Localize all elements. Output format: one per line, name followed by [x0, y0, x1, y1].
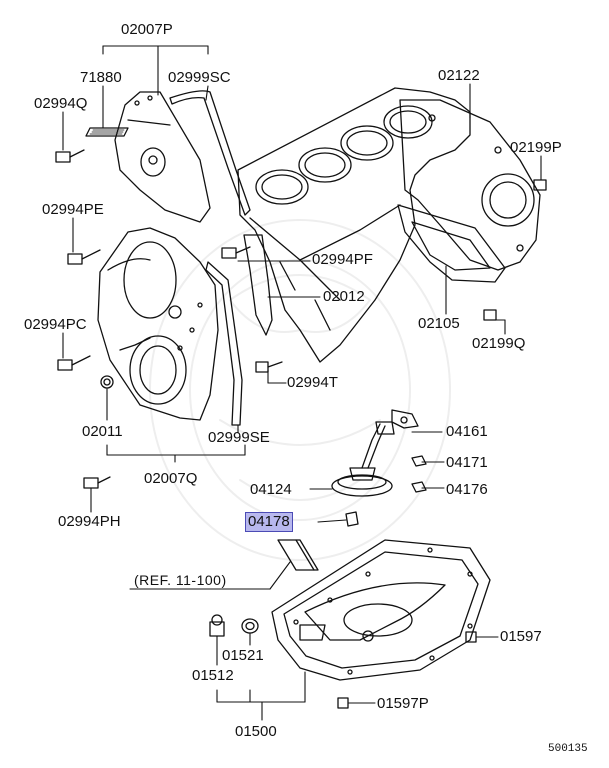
label-04176[interactable]: 04176	[446, 481, 488, 498]
label-02007P[interactable]: 02007P	[121, 21, 173, 38]
label-01521[interactable]: 01521	[222, 647, 264, 664]
upper-timing-cover	[114, 91, 211, 223]
bolt-04178	[345, 511, 359, 527]
label-04161[interactable]: 04161	[446, 423, 488, 440]
oil-pan	[271, 539, 491, 681]
label-01597[interactable]: 01597	[500, 628, 542, 645]
label-04171[interactable]: 04171	[446, 454, 488, 471]
bolt-02199Q	[483, 309, 497, 321]
bolt-02994PE	[67, 249, 101, 265]
front-seal	[100, 375, 114, 389]
lower-timing-cover	[97, 227, 219, 421]
label-02199Q[interactable]: 02199Q	[472, 335, 526, 352]
label-02994PE[interactable]: 02994PE	[42, 201, 104, 218]
label-01512[interactable]: 01512	[192, 667, 234, 684]
label-02122[interactable]: 02122	[438, 67, 480, 84]
drain-plug	[209, 621, 225, 637]
label-04124[interactable]: 04124	[250, 481, 292, 498]
bolt-01597P	[337, 697, 349, 709]
label-04178-highlighted[interactable]: 04178	[245, 512, 293, 532]
bolt-01597	[465, 631, 477, 643]
label-01500[interactable]: 01500	[235, 723, 277, 740]
oil-seal-case	[397, 204, 506, 283]
label-02999SC[interactable]: 02999SC	[168, 69, 231, 86]
label-plate	[85, 127, 129, 137]
reference-note: (REF. 11-100)	[134, 572, 227, 588]
drain-gasket	[241, 618, 259, 634]
label-02994Q[interactable]: 02994Q	[34, 95, 88, 112]
bolt-02994T	[255, 361, 283, 373]
nut-04176	[411, 481, 427, 493]
bolt-02994PC	[57, 355, 91, 371]
upper-cover-gasket	[169, 90, 251, 216]
bolt-02994Q	[55, 149, 85, 163]
nut-04171	[411, 455, 427, 467]
sealant-tube	[277, 539, 319, 571]
label-02007Q[interactable]: 02007Q	[144, 470, 198, 487]
label-02999SE[interactable]: 02999SE	[208, 429, 270, 446]
bolt-02994PH	[83, 476, 111, 489]
leader-lines	[62, 45, 542, 721]
label-02994T[interactable]: 02994T	[287, 374, 338, 391]
label-01597P[interactable]: 01597P	[377, 695, 429, 712]
bolt-02994PF	[221, 246, 251, 259]
label-02994PC[interactable]: 02994PC	[24, 316, 87, 333]
label-02012[interactable]: 02012	[323, 288, 365, 305]
label-02994PH[interactable]: 02994PH	[58, 513, 121, 530]
strainer-gasket	[391, 409, 419, 429]
label-02011[interactable]: 02011	[82, 423, 123, 440]
rear-plate	[399, 99, 541, 271]
engine-block	[237, 87, 471, 363]
label-02994PF[interactable]: 02994PF	[312, 251, 373, 268]
side-gasket	[243, 234, 273, 336]
label-71880[interactable]: 71880	[80, 69, 122, 86]
oil-strainer	[331, 421, 395, 497]
figure-number: 500135	[548, 743, 588, 755]
label-02199P[interactable]: 02199P	[510, 139, 562, 156]
label-02105[interactable]: 02105	[418, 315, 460, 332]
bolt-02199P	[533, 179, 547, 191]
lower-cover-gasket	[205, 261, 243, 426]
